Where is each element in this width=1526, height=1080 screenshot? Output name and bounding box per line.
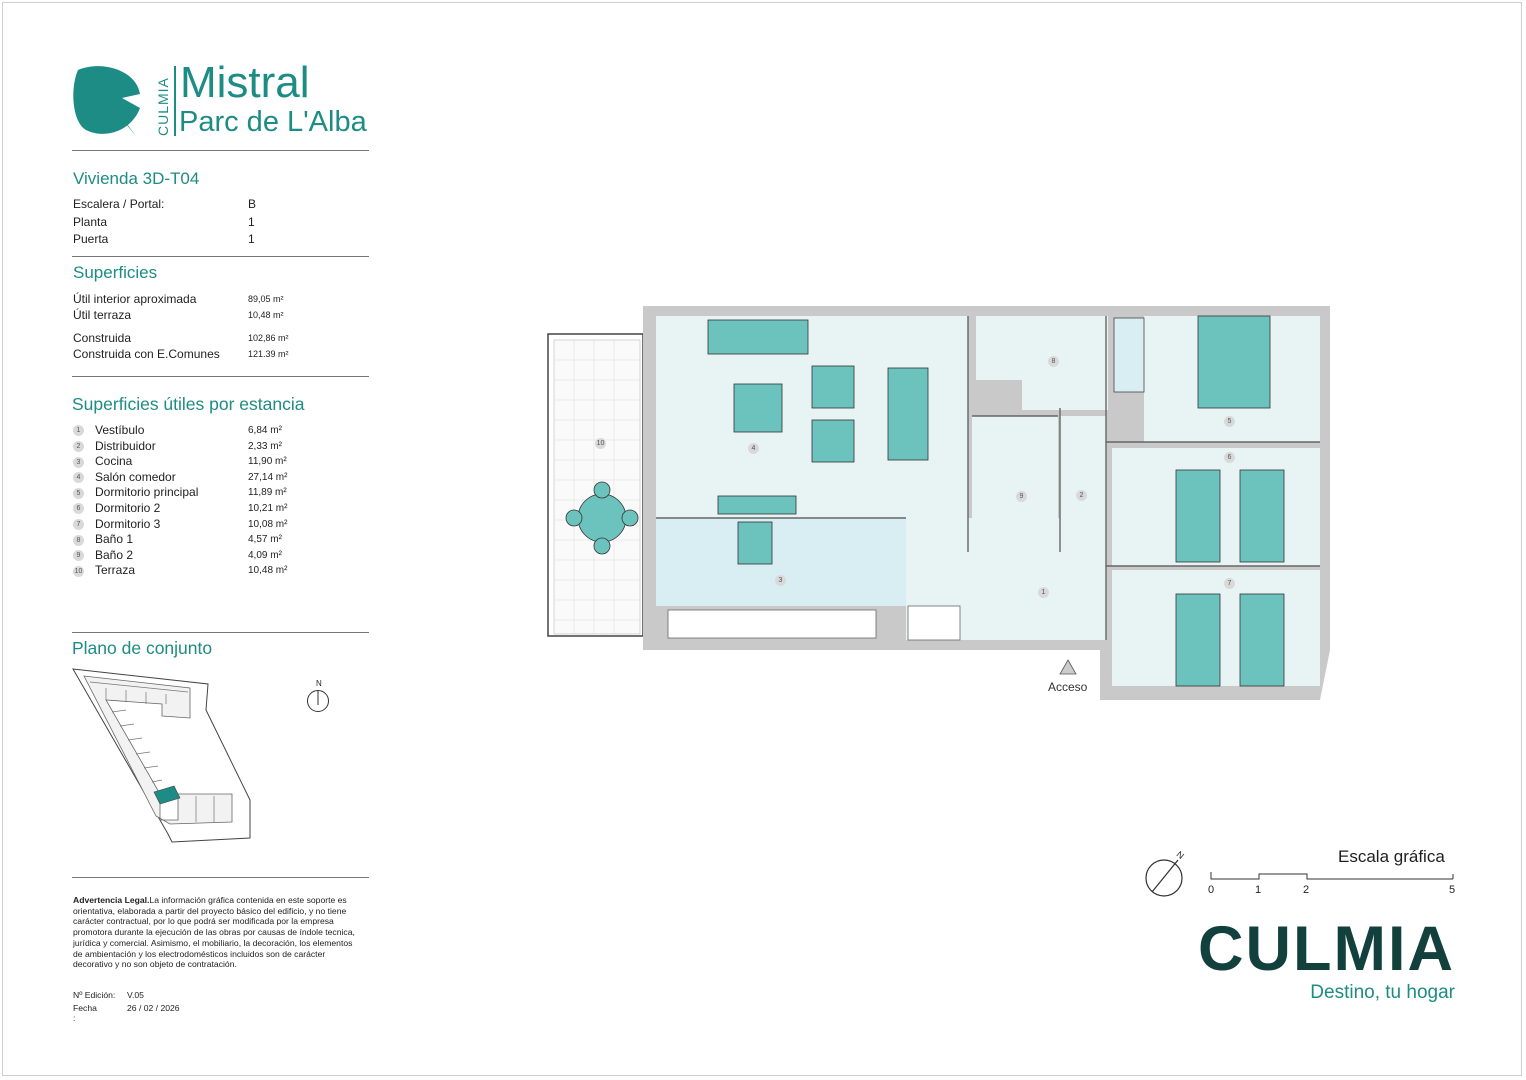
tagline: Destino, tu hogar xyxy=(1310,982,1455,1003)
brand-vertical: CULMIA xyxy=(155,77,171,136)
rooms-title: Superficies útiles por estancia xyxy=(72,394,305,414)
site-plan-drawing xyxy=(72,668,251,843)
scale-bar xyxy=(1210,872,1454,880)
divider xyxy=(72,632,369,633)
access-label: Acceso xyxy=(1048,680,1088,694)
scale-title: Escala gráfica xyxy=(1338,847,1445,866)
divider xyxy=(72,256,369,257)
plan-marker: 4 xyxy=(748,443,759,454)
plan-marker: 10 xyxy=(595,438,606,449)
divider xyxy=(72,150,369,151)
brand-subtitle: Parc de L'Alba xyxy=(179,106,367,138)
site-north-compass-icon xyxy=(307,690,329,712)
scale-tick: 0 xyxy=(1208,884,1215,896)
scale-tick: 5 xyxy=(1449,884,1456,896)
plan-marker: 1 xyxy=(1038,587,1049,598)
divider xyxy=(72,877,369,878)
culmia-leaf-logo xyxy=(73,66,140,136)
trailing-mark: : xyxy=(73,1013,76,1023)
brand-divider xyxy=(174,66,176,136)
surfaces-title: Superficies xyxy=(73,263,158,282)
plan-marker: 9 xyxy=(1016,491,1027,502)
floor-plan xyxy=(547,306,1330,700)
plan-marker: 5 xyxy=(1224,416,1235,427)
access-triangle xyxy=(1059,659,1077,675)
culmia-logo: CULMIA xyxy=(1198,914,1455,984)
scale-tick: 2 xyxy=(1303,884,1310,896)
unit-row: Escalera / Portal:B xyxy=(73,197,257,211)
divider xyxy=(72,376,369,377)
plan-marker: 3 xyxy=(775,575,786,586)
edition-row: Nº Edición:V.05 xyxy=(73,990,144,1000)
unit-title: Vivienda 3D-T04 xyxy=(73,169,200,188)
legal-notice: Advertencia Legal.La información gráfica… xyxy=(73,895,355,970)
site-plan-title: Plano de conjunto xyxy=(72,638,213,658)
site-north-label: N xyxy=(316,679,322,688)
plan-marker: 6 xyxy=(1224,452,1235,463)
brand-title: Mistral xyxy=(180,58,310,107)
plan-marker: 2 xyxy=(1076,490,1087,501)
north-compass-icon xyxy=(1145,859,1183,897)
plan-marker: 8 xyxy=(1048,356,1059,367)
scale-tick: 1 xyxy=(1255,884,1262,896)
plan-marker: 7 xyxy=(1224,578,1235,589)
